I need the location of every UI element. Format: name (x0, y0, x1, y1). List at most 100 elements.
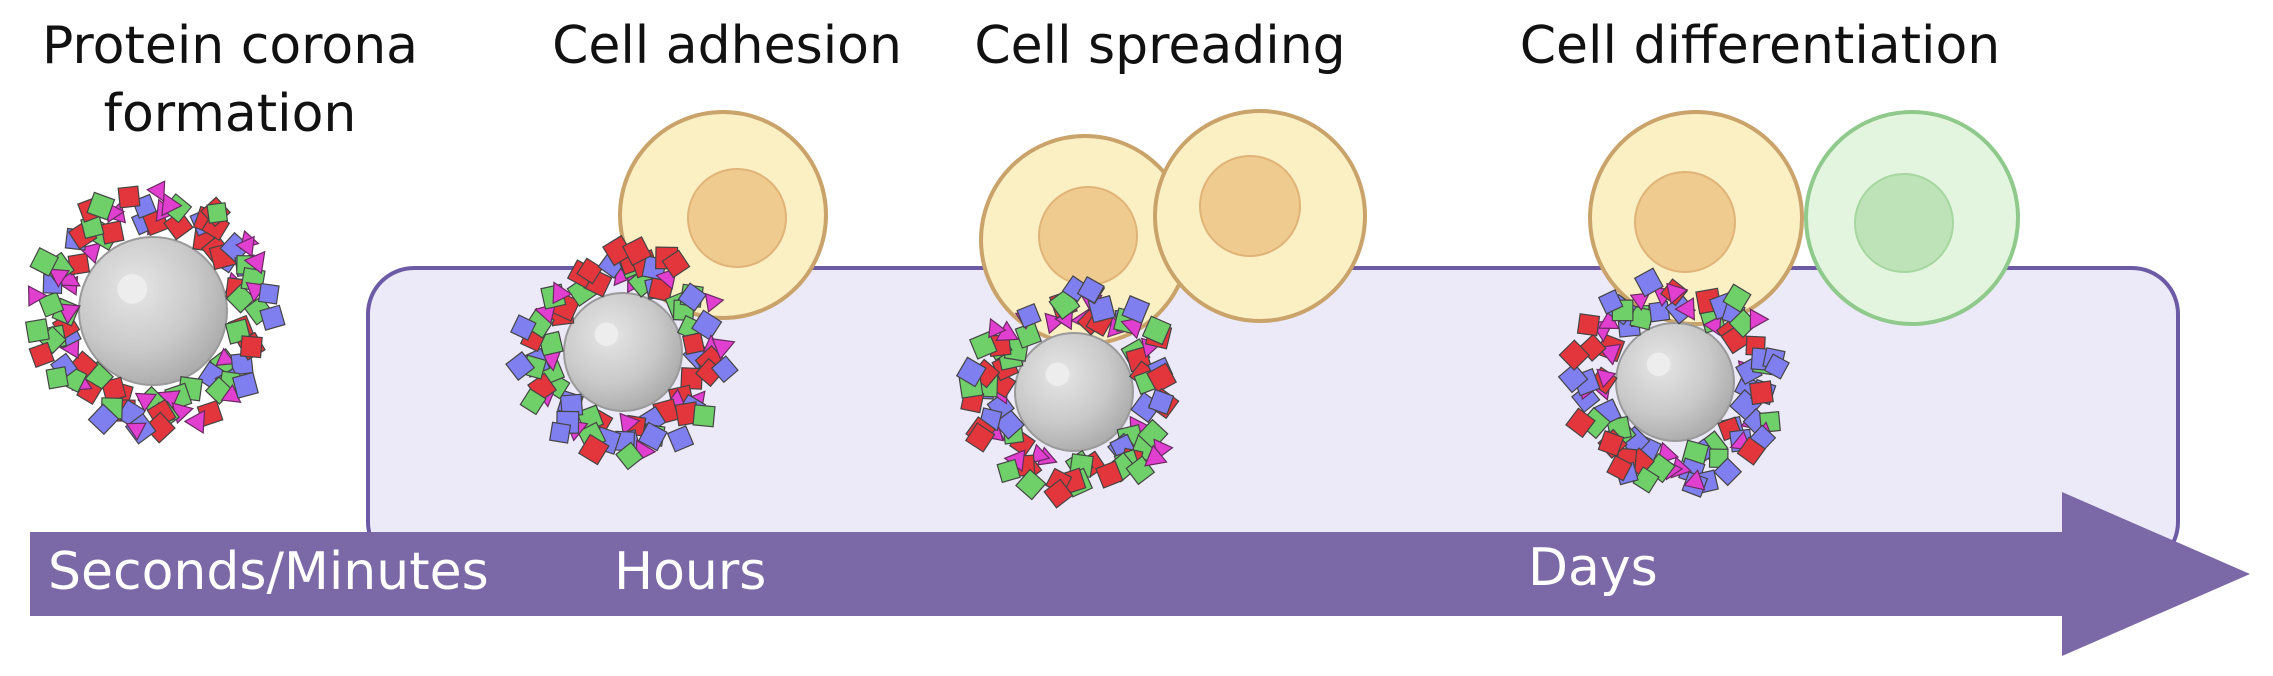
protein-green-marker (1015, 468, 1047, 501)
protein-magenta-marker (1629, 292, 1651, 312)
nanoparticle-corona-adhesion (505, 234, 739, 471)
protein-blue-marker (691, 309, 723, 341)
protein-magenta-marker (1144, 444, 1168, 467)
stage-title-protein-corona: Protein corona formation (41, 16, 419, 144)
protein-blue-marker (1633, 267, 1664, 298)
cell-spreading-cell-2 (1153, 109, 1367, 323)
particle-highlight (117, 274, 148, 304)
protein-red-marker (576, 257, 604, 285)
protein-blue-marker (677, 282, 707, 312)
protein-magenta-marker (1666, 282, 1689, 305)
protein-magenta-marker (161, 192, 183, 217)
protein-blue-marker (259, 304, 286, 331)
protein-magenta-marker (1029, 443, 1051, 464)
protein-magenta-marker (1674, 297, 1696, 321)
protein-red-marker (1748, 380, 1774, 406)
protein-red-marker (100, 220, 125, 245)
protein-magenta-marker (552, 281, 573, 305)
protein-magenta-marker (704, 292, 725, 313)
protein-red-marker (1095, 460, 1124, 489)
nanoparticle-core (563, 292, 683, 412)
protein-green-marker (692, 404, 716, 428)
protein-blue-marker (710, 355, 739, 384)
protein-green-marker (519, 388, 547, 416)
protein-blue-marker (1016, 302, 1042, 329)
nanoparticle-core (1014, 332, 1134, 452)
protein-blue-marker (637, 421, 668, 452)
time-label-days: Days (1528, 538, 1658, 598)
stage-title-cell-differentiation: Cell differentiation (1519, 16, 2001, 76)
protein-green-marker (1722, 283, 1752, 313)
protein-green-marker (29, 247, 60, 277)
protein-blue-marker (257, 282, 280, 305)
protein-red-marker (28, 341, 55, 368)
protein-green-marker (206, 202, 229, 224)
protein-blue-marker (666, 425, 695, 453)
protein-red-marker (1606, 454, 1633, 482)
nanoparticle-core (78, 236, 228, 386)
time-label-hours: Hours (614, 542, 767, 602)
protein-blue-marker (1648, 300, 1671, 323)
protein-magenta-marker (134, 392, 158, 413)
protein-green-marker (1141, 315, 1172, 346)
protein-green-marker (968, 331, 998, 360)
protein-red-marker (661, 249, 691, 279)
protein-magenta-marker (1749, 308, 1770, 331)
nucleus (1634, 171, 1736, 273)
time-label-seconds-minutes: Seconds/Minutes (48, 542, 489, 602)
nanoparticle-corona-spreading (955, 275, 1180, 509)
protein-green-marker (24, 318, 50, 344)
protein-magenta-marker (1596, 368, 1617, 389)
cell-differentiation-cell (1588, 110, 1804, 326)
protein-blue-marker (1076, 275, 1105, 304)
protein-magenta-marker (235, 235, 255, 258)
protein-blue-marker (549, 421, 572, 444)
protein-green-marker (45, 366, 69, 390)
protein-green-marker (1632, 466, 1660, 494)
particle-highlight (594, 322, 619, 347)
protein-red-marker (964, 422, 996, 453)
time-arrow (30, 492, 2250, 656)
differentiated-cell (1804, 110, 2020, 326)
protein-blue-marker (1763, 353, 1790, 380)
protein-green-marker (996, 458, 1021, 484)
protein-magenta-marker (27, 285, 48, 307)
protein-red-marker (1558, 339, 1590, 371)
nucleus (1199, 155, 1301, 257)
protein-red-marker (682, 332, 706, 356)
protein-red-marker (621, 236, 652, 267)
stage-title-cell-spreading: Cell spreading (974, 16, 1346, 76)
particle-highlight (1646, 352, 1671, 377)
protein-red-marker (117, 185, 141, 209)
protein-red-marker (143, 411, 176, 444)
protein-magenta-marker (215, 347, 237, 366)
protein-magenta-marker (711, 338, 736, 360)
protein-blue-marker (1713, 457, 1743, 487)
protein-magenta-marker (48, 268, 70, 288)
protein-magenta-marker (125, 422, 147, 441)
stage-title-cell-adhesion: Cell adhesion (552, 16, 902, 76)
protein-red-marker (1576, 313, 1601, 337)
protein-blue-marker (1557, 362, 1589, 394)
protein-blue-marker (1597, 289, 1624, 315)
protein-blue-marker (955, 356, 987, 388)
nanoparticle-core (1615, 322, 1735, 442)
protein-blue-marker (505, 351, 536, 381)
protein-red-marker (1043, 478, 1074, 509)
protein-green-marker (86, 191, 116, 221)
protein-magenta-marker (183, 409, 206, 435)
nucleus (1854, 173, 1954, 273)
protein-blue-marker (510, 314, 537, 341)
protein-green-marker (538, 330, 564, 357)
protein-red-marker (1597, 430, 1625, 457)
protein-red-marker (1736, 436, 1766, 466)
protein-magenta-marker (988, 317, 1007, 339)
particle-highlight (1045, 362, 1070, 387)
protein-blue-marker (87, 403, 120, 436)
protein-red-marker (1565, 407, 1596, 439)
protein-blue-marker (231, 371, 259, 399)
protein-magenta-marker (619, 412, 641, 436)
protein-blue-marker (1148, 388, 1175, 416)
protein-blue-marker (1121, 295, 1151, 324)
